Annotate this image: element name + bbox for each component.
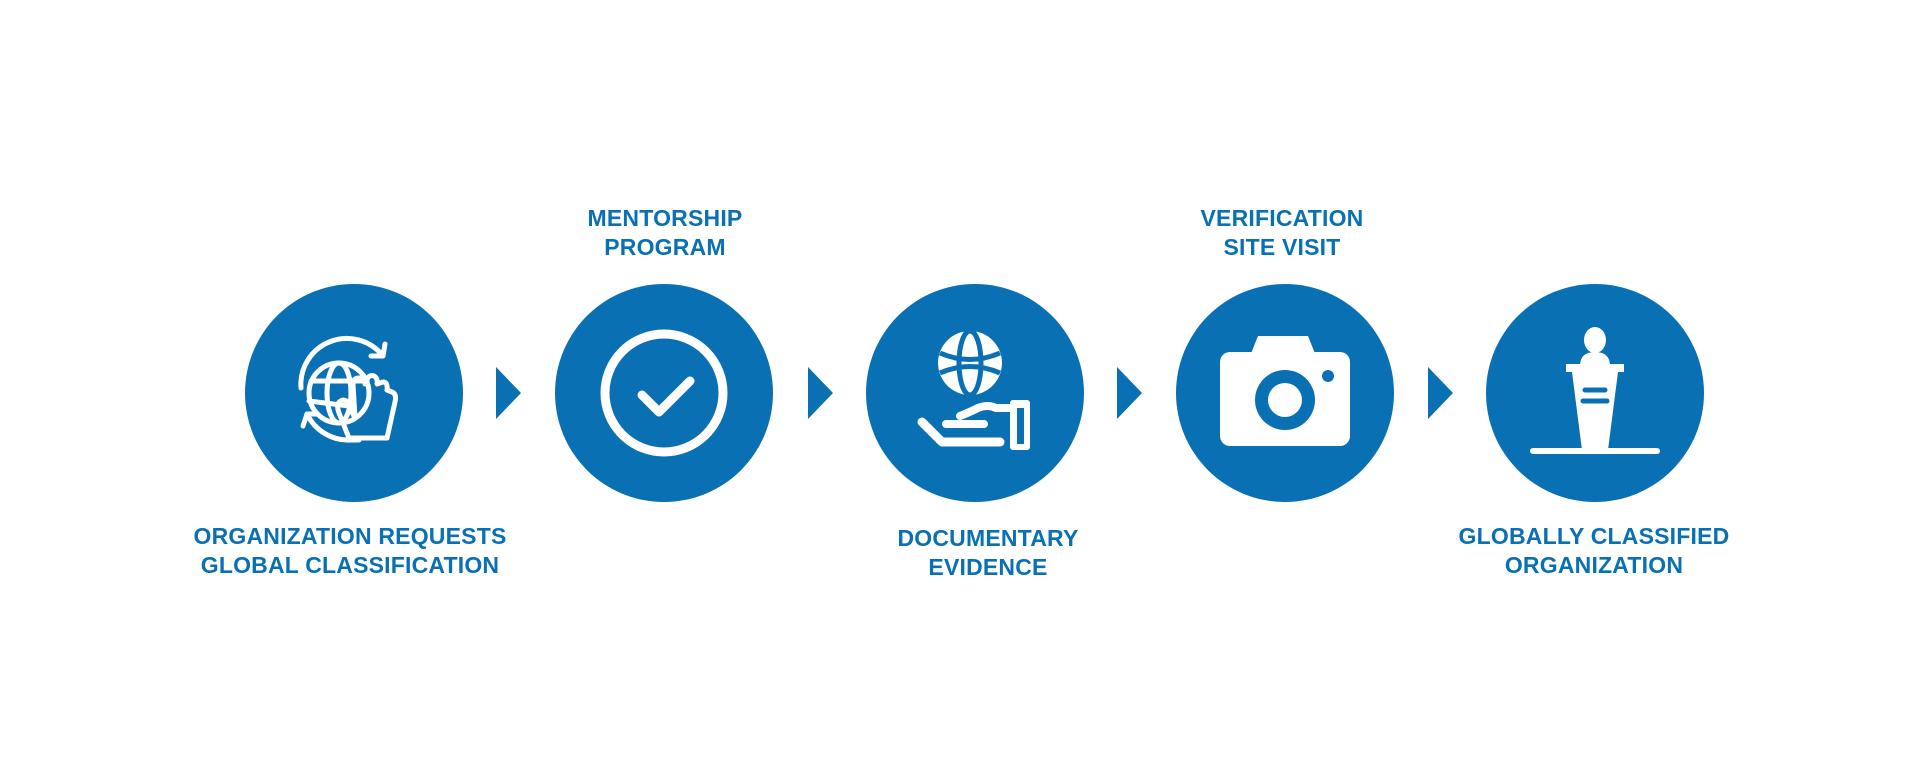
podium-person-icon xyxy=(1530,327,1660,454)
step-4-circle xyxy=(1176,284,1394,502)
step-5-circle xyxy=(1486,284,1704,502)
step-1-label-line-1: ORGANIZATION REQUESTS xyxy=(193,523,507,549)
step-1-label: ORGANIZATION REQUESTS GLOBAL CLASSIFICAT… xyxy=(190,522,510,580)
step-3-label-line-2: EVIDENCE xyxy=(928,554,1048,580)
step-5-label-line-2: ORGANIZATION xyxy=(1504,552,1684,578)
step-4-label-line-2: SITE VISIT xyxy=(1223,234,1341,260)
camera-icon xyxy=(1220,336,1350,446)
step-2-label-line-1: MENTORSHIP xyxy=(587,205,743,231)
step-2-label-line-2: PROGRAM xyxy=(604,234,726,260)
step-5-label: GLOBALLY CLASSIFIED ORGANIZATION xyxy=(1444,522,1744,580)
step-3-circle xyxy=(866,284,1084,502)
globe-in-hand-icon xyxy=(917,328,1030,450)
chevron-right-icon xyxy=(1428,367,1453,419)
step-1-label-line-2: GLOBAL CLASSIFICATION xyxy=(200,552,500,578)
chevron-right-icon xyxy=(1117,367,1142,419)
step-3-label-line-1: DOCUMENTARY xyxy=(897,525,1079,551)
chevron-right-icon xyxy=(496,367,521,419)
step-2-circle xyxy=(555,284,773,502)
globe-hand-icon xyxy=(298,336,399,443)
checkmark-circle-icon xyxy=(600,329,728,457)
step-4-label: VERIFICATION SITE VISIT xyxy=(1162,204,1402,262)
step-4-label-line-1: VERIFICATION xyxy=(1200,205,1364,231)
step-2-label: MENTORSHIP PROGRAM xyxy=(545,204,785,262)
step-1-circle xyxy=(245,284,463,502)
chevron-right-icon xyxy=(808,367,833,419)
step-5-label-line-1: GLOBALLY CLASSIFIED xyxy=(1458,523,1730,549)
step-3-label: DOCUMENTARY EVIDENCE xyxy=(868,524,1108,582)
